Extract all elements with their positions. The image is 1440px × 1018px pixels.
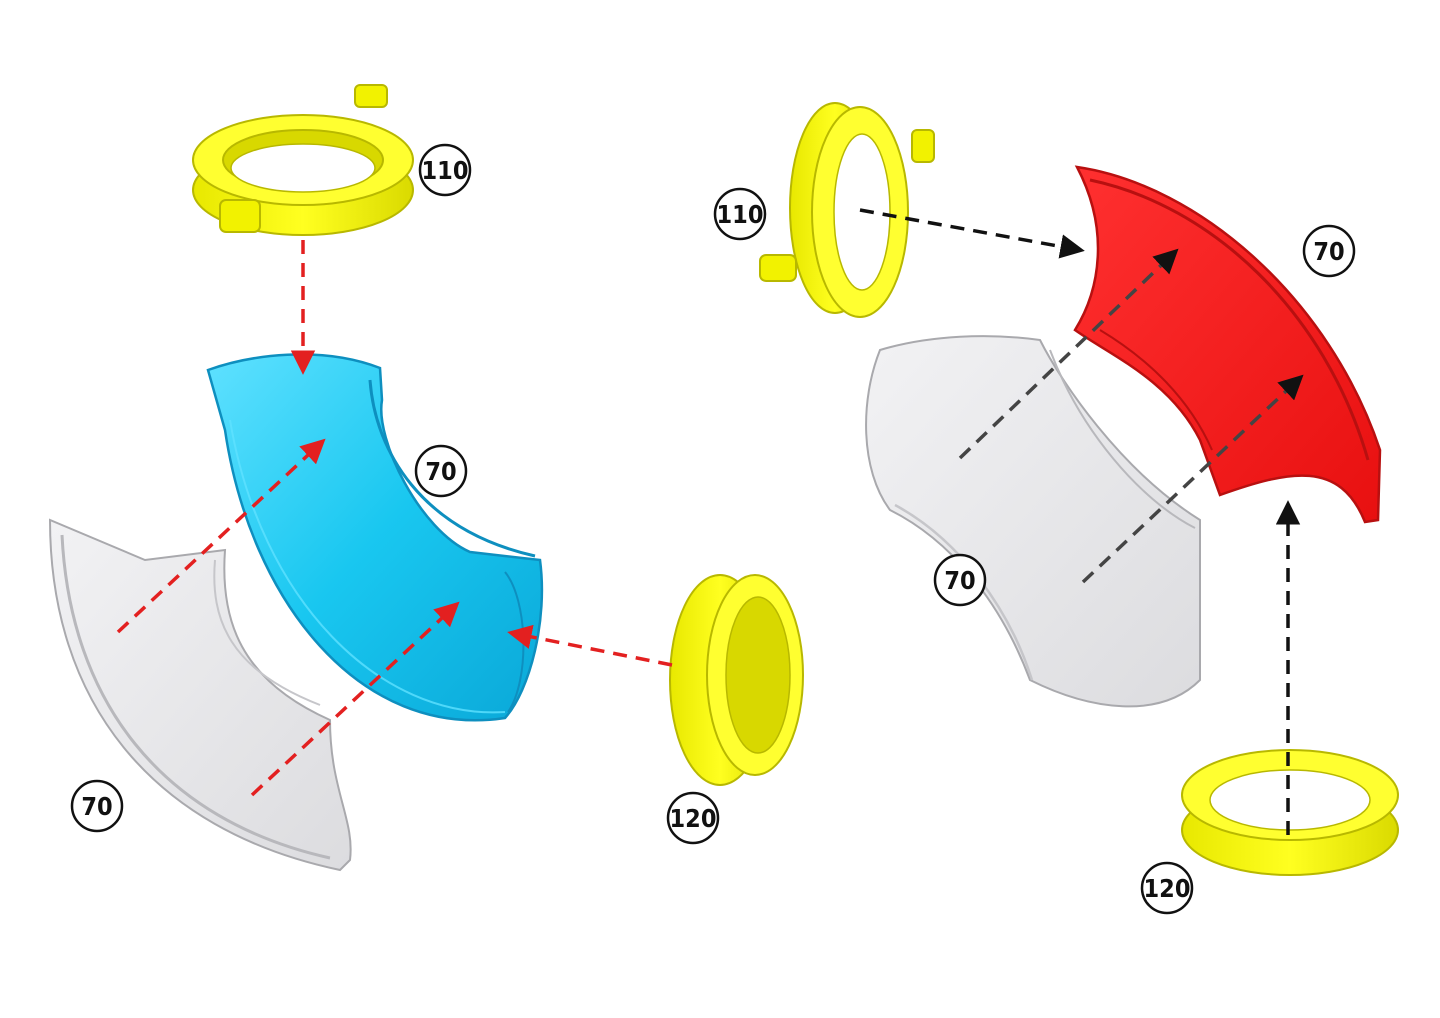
callout-right-70-grey: 70 <box>935 555 985 605</box>
callout-left-120: 120 <box>668 793 718 843</box>
callout-right-70-red: 70 <box>1304 226 1354 276</box>
right-ring-120 <box>1182 750 1398 875</box>
right-grey-elbow-70 <box>866 336 1200 706</box>
svg-text:110: 110 <box>422 156 469 185</box>
left-ring-120 <box>670 575 803 785</box>
svg-text:110: 110 <box>717 200 764 229</box>
callout-left-70-grey: 70 <box>72 781 122 831</box>
callout-right-110: 110 <box>715 189 765 239</box>
left-blue-elbow-70 <box>208 354 542 720</box>
svg-text:70: 70 <box>944 566 975 595</box>
svg-text:120: 120 <box>1144 874 1191 903</box>
svg-text:120: 120 <box>670 804 717 833</box>
right-ring-110 <box>760 103 934 317</box>
callout-left-70-blue: 70 <box>416 446 466 496</box>
callout-left-110: 110 <box>420 145 470 195</box>
svg-text:70: 70 <box>425 457 456 486</box>
svg-text:70: 70 <box>81 792 112 821</box>
svg-text:70: 70 <box>1313 237 1344 266</box>
callout-right-120: 120 <box>1142 863 1192 913</box>
left-ring-110 <box>193 85 413 235</box>
